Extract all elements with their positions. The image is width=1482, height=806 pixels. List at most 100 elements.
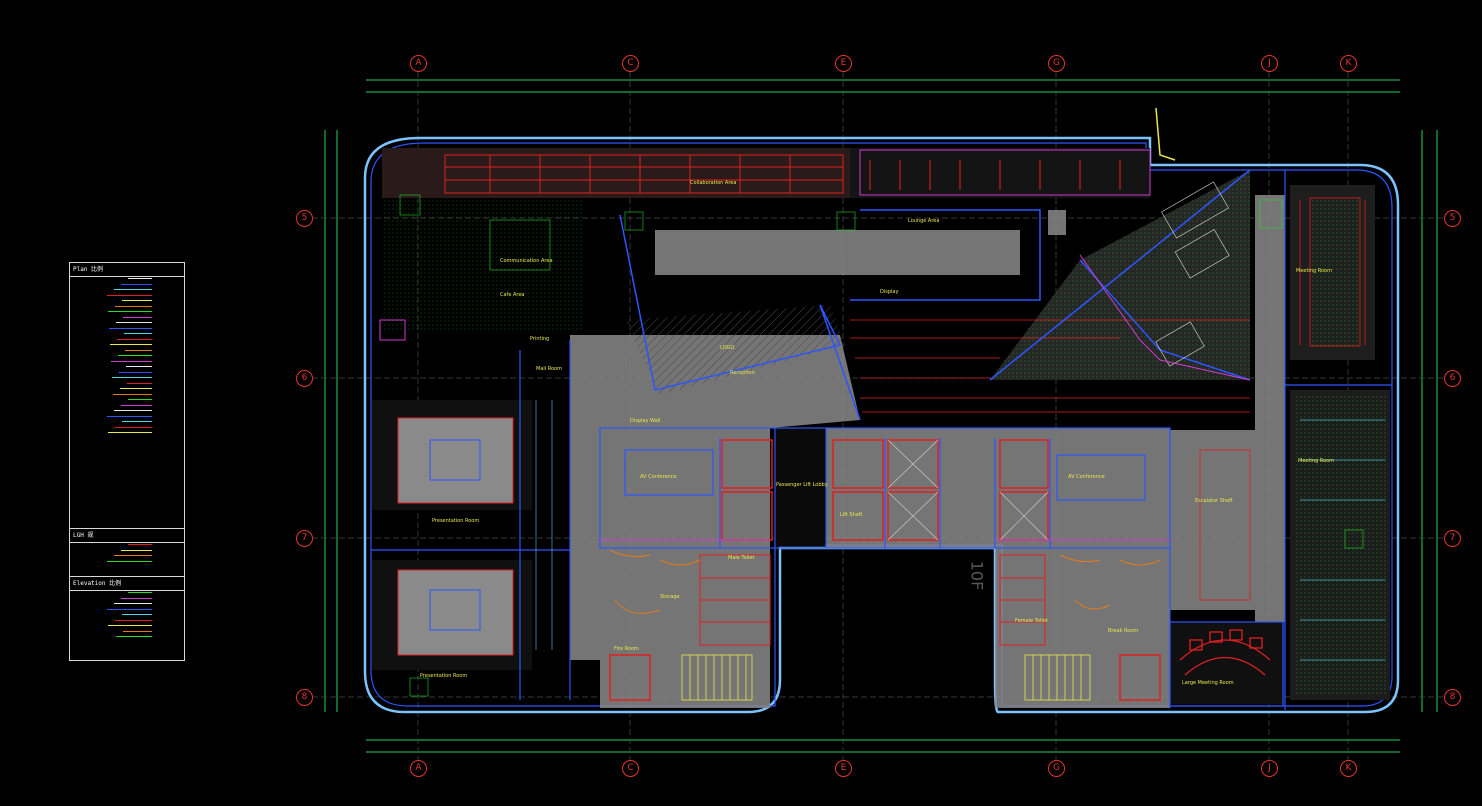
legend-section-plan: Plan 比例 bbox=[70, 263, 184, 528]
legend-row-swatch bbox=[134, 544, 152, 545]
legend-row bbox=[70, 321, 184, 327]
legend-row bbox=[70, 360, 184, 366]
legend-row-swatch bbox=[134, 305, 152, 307]
legend-row bbox=[70, 398, 184, 404]
legend-row-label-mark bbox=[107, 608, 146, 610]
legend-row bbox=[70, 431, 184, 437]
legend-row bbox=[70, 354, 184, 360]
furniture-linework bbox=[399, 181, 1385, 697]
room-label: LOGO bbox=[720, 345, 735, 351]
legend-row-swatch bbox=[134, 294, 152, 296]
legend-row-swatch bbox=[134, 283, 152, 285]
collaboration-tables bbox=[444, 149, 1151, 196]
toilet-stalls bbox=[699, 554, 1046, 646]
legend-row-label-mark bbox=[110, 344, 146, 345]
room-label: Collaboration Area bbox=[690, 180, 737, 186]
legend-row bbox=[70, 376, 184, 382]
legend-row-label-mark bbox=[118, 355, 146, 356]
legend-row bbox=[70, 597, 184, 603]
room-label: Large Meeting Room bbox=[1182, 680, 1234, 686]
room-label: Male Toilet bbox=[728, 555, 755, 561]
legend-row-label-mark bbox=[116, 636, 146, 637]
legend-row-label-mark bbox=[115, 305, 146, 307]
legend-row-label-mark bbox=[117, 338, 146, 340]
room-label: Cafe Area bbox=[500, 292, 525, 298]
legend-row-swatch bbox=[134, 338, 152, 340]
legend-row bbox=[70, 635, 184, 641]
legend-row bbox=[70, 332, 184, 338]
legend-section-elevation: Elevation 比例 bbox=[70, 576, 184, 662]
room-label: AV Conference bbox=[640, 474, 677, 480]
legend-row bbox=[70, 349, 184, 355]
legend-row-label-mark bbox=[121, 404, 146, 406]
room-label: Reception bbox=[730, 370, 755, 376]
legend-row-label-mark bbox=[112, 377, 146, 378]
grid-bubble-left-6: 6 bbox=[296, 370, 313, 387]
legend-row-swatch bbox=[134, 388, 152, 389]
legend-rows bbox=[70, 591, 184, 641]
legend-row bbox=[70, 602, 184, 608]
floor-tag: 10F bbox=[967, 560, 987, 591]
legend-row bbox=[70, 608, 184, 614]
legend-row-label-mark bbox=[114, 555, 146, 556]
room-label: Lift Shaft bbox=[840, 512, 863, 518]
legend-row-swatch bbox=[134, 608, 152, 610]
room-label: Escalator Shaft bbox=[1195, 498, 1233, 504]
legend-row bbox=[70, 382, 184, 388]
legend-row bbox=[70, 619, 184, 625]
room-label: Break Room bbox=[1108, 628, 1139, 634]
legend-row bbox=[70, 338, 184, 344]
legend-row-label-mark bbox=[111, 360, 146, 362]
magenta-lines bbox=[379, 254, 1251, 541]
legend-row bbox=[70, 415, 184, 421]
grid-bubble-left-7: 7 bbox=[296, 530, 313, 547]
grid-bubble-bottom-A: A bbox=[410, 760, 427, 777]
legend-row bbox=[70, 420, 184, 426]
presentation-rooms bbox=[397, 417, 514, 656]
legend-row-swatch bbox=[134, 300, 152, 301]
room-label: Meeting Room bbox=[1296, 268, 1332, 274]
legend-row-swatch bbox=[134, 597, 152, 599]
legend-row-label-mark bbox=[113, 393, 146, 395]
room-label: Female Toilet bbox=[1015, 618, 1048, 624]
legend-row-swatch bbox=[134, 603, 152, 604]
room-label: Fire Room bbox=[614, 646, 639, 652]
legend-row-swatch bbox=[134, 421, 152, 422]
legend-row bbox=[70, 543, 184, 549]
legend-row-swatch bbox=[134, 592, 152, 593]
legend-row-label-mark bbox=[116, 322, 146, 323]
legend-row-swatch bbox=[134, 327, 152, 329]
legend-row-label-mark bbox=[108, 432, 146, 433]
legend-title: Plan 比例 bbox=[70, 263, 184, 277]
grid-bubble-bottom-G: G bbox=[1048, 760, 1065, 777]
door-swings bbox=[609, 549, 1161, 614]
grid-bubble-right-6: 6 bbox=[1444, 370, 1461, 387]
grid-bubble-bottom-J: J bbox=[1261, 760, 1278, 777]
legend-row-label-mark bbox=[121, 597, 146, 599]
room-label: AV Conference bbox=[1068, 474, 1105, 480]
legend-row bbox=[70, 630, 184, 636]
grid-bubble-right-7: 7 bbox=[1444, 530, 1461, 547]
legend-row-swatch bbox=[134, 371, 152, 373]
legend-row bbox=[70, 343, 184, 349]
legend-row bbox=[70, 549, 184, 555]
legend-table: Plan 比例 LGH 规 Elevation 比例 bbox=[69, 262, 185, 661]
north-marker bbox=[1155, 107, 1176, 161]
legend-row bbox=[70, 371, 184, 377]
grid-bubble-top-K: K bbox=[1340, 55, 1357, 72]
grid-bubble-top-C: C bbox=[622, 55, 639, 72]
legend-row-swatch bbox=[134, 410, 152, 411]
legend-row-swatch bbox=[134, 355, 152, 356]
legend-row-swatch bbox=[134, 289, 152, 290]
room-label: Presentation Room bbox=[432, 518, 480, 524]
legend-row-swatch bbox=[134, 278, 152, 279]
legend-row-swatch bbox=[134, 360, 152, 362]
legend-row-label-mark bbox=[107, 294, 146, 296]
legend-row-label-mark bbox=[108, 311, 146, 312]
grid-bubble-right-8: 8 bbox=[1444, 689, 1461, 706]
room-label: Presentation Room bbox=[420, 673, 468, 679]
legend-row bbox=[70, 365, 184, 371]
room-label: Mail Room bbox=[536, 366, 562, 372]
legend-row-swatch bbox=[134, 322, 152, 323]
dot-pattern bbox=[1310, 198, 1360, 346]
